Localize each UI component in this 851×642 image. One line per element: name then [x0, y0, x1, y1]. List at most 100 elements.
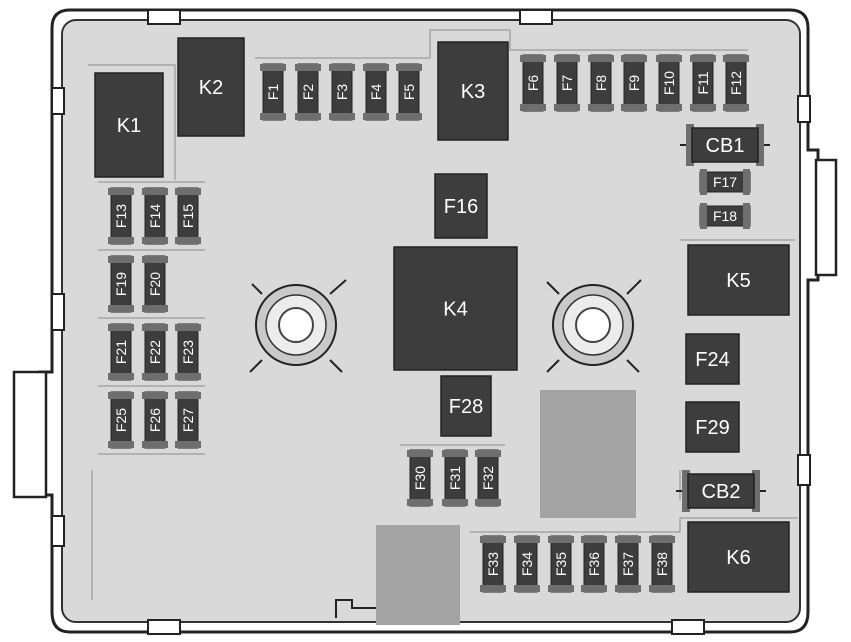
- fuse-f10: F10: [656, 54, 682, 112]
- fuse-label: F14: [147, 204, 163, 228]
- breaker-cap-right: [752, 470, 760, 512]
- relay-body: [94, 72, 164, 178]
- fuse-cap-bottom: [142, 441, 168, 448]
- fuse-cap-bottom: [407, 499, 433, 506]
- maxi-fuse-f16: F16: [434, 173, 488, 239]
- fuse-cap-top: [142, 324, 168, 331]
- blank-module-center: [540, 390, 636, 518]
- fuse-cap-bottom: [514, 585, 540, 592]
- fuse-cap-bottom: [142, 305, 168, 312]
- fuse-f12: F12: [723, 54, 749, 112]
- top-clip-left: [147, 9, 181, 25]
- fuse-cap-bottom: [175, 373, 201, 380]
- fuse-f20: F20: [142, 255, 168, 313]
- fuse-f36: F36: [581, 535, 607, 593]
- breaker-cap-right: [756, 124, 764, 166]
- fuse-cap-top: [108, 324, 134, 331]
- fuse-f17: F17: [699, 169, 751, 195]
- fuse-cap-top: [108, 256, 134, 263]
- fuse-label: F2: [300, 84, 316, 101]
- fuse-cap-bottom: [295, 113, 321, 120]
- fuse-label: F3: [334, 84, 350, 101]
- fuse-cap-top: [142, 256, 168, 263]
- maxi-fuse-f29: F29: [685, 401, 740, 453]
- fuse-label: F10: [661, 71, 677, 95]
- fuse-f6: F6: [520, 54, 546, 112]
- maxi-fuse-label: F24: [695, 349, 729, 371]
- blank-module-bottom: [376, 525, 460, 625]
- fuse-cap-top: [690, 55, 716, 62]
- relay-label: K1: [117, 115, 141, 137]
- side-clip-left-bottom: [51, 515, 65, 547]
- fuse-cap-bottom: [108, 237, 134, 244]
- relay-k2: K2: [177, 37, 245, 137]
- fuse-cap-bottom: [260, 113, 286, 120]
- fuse-f27: F27: [175, 391, 201, 449]
- fuse-cap-left: [700, 169, 707, 195]
- fuse-cap-top: [621, 55, 647, 62]
- fuse-cap-bottom: [690, 104, 716, 111]
- fuse-f19: F19: [108, 255, 134, 313]
- relay-label: K3: [461, 81, 485, 103]
- fuse-label: F12: [728, 71, 744, 95]
- fuse-label: F7: [559, 75, 575, 92]
- fuse-cap-top: [142, 392, 168, 399]
- fuse-label: F9: [626, 75, 642, 92]
- fuse-f37: F37: [615, 535, 641, 593]
- fuse-cap-top: [175, 188, 201, 195]
- top-clip-right: [519, 9, 553, 25]
- relay-body: [437, 41, 509, 141]
- right-latch: [814, 158, 838, 277]
- fuse-cap-top: [175, 324, 201, 331]
- fuse-label: F30: [412, 466, 428, 490]
- maxi-fuse-f24: F24: [685, 333, 740, 385]
- maxi-fuse-f28: F28: [440, 375, 492, 437]
- fuse-label: F38: [654, 552, 670, 576]
- fuse-cap-bottom: [108, 305, 134, 312]
- fuse-cap-top: [723, 55, 749, 62]
- fuse-f7: F7: [554, 54, 580, 112]
- relay-body: [687, 521, 790, 593]
- relay-k5: K5: [687, 244, 790, 316]
- fuse-f4: F4: [363, 63, 389, 121]
- fuse-cap-top: [363, 64, 389, 71]
- fuse-cap-bottom: [475, 499, 501, 506]
- fuse-label: F1: [265, 84, 281, 101]
- fuse-f30: F30: [407, 449, 433, 507]
- fuse-f38: F38: [649, 535, 675, 593]
- fuse-cap-top: [175, 392, 201, 399]
- fuse-cap-top: [108, 392, 134, 399]
- breaker-body: [691, 127, 759, 163]
- maxi-fuse-label: F29: [695, 417, 729, 439]
- bottom-clip-left: [147, 619, 181, 635]
- relay-k1: K1: [94, 72, 164, 178]
- fuse-cap-top: [656, 55, 682, 62]
- fuse-cap-top: [260, 64, 286, 71]
- fuse-cap-bottom: [649, 585, 675, 592]
- fuse-cap-top: [554, 55, 580, 62]
- fuse-cap-top: [480, 536, 506, 543]
- fuse-cap-top: [295, 64, 321, 71]
- fuse-cap-bottom: [554, 104, 580, 111]
- fuse-cap-bottom: [615, 585, 641, 592]
- fuse-f2: F2: [295, 63, 321, 121]
- fuse-cap-bottom: [329, 113, 355, 120]
- fuse-label: F23: [180, 340, 196, 364]
- fuse-cap-bottom: [175, 237, 201, 244]
- fuse-cap-bottom: [442, 499, 468, 506]
- relay-k3: K3: [437, 41, 509, 141]
- fuse-cap-bottom: [548, 585, 574, 592]
- fuse-label: F22: [147, 340, 163, 364]
- fuse-cap-bottom: [363, 113, 389, 120]
- fuse-cap-top: [108, 188, 134, 195]
- fuse-cap-top: [649, 536, 675, 543]
- fuse-label: F21: [113, 340, 129, 364]
- maxi-fuse-body: [685, 401, 740, 453]
- fuse-cap-top: [520, 55, 546, 62]
- fuse-cap-top: [588, 55, 614, 62]
- fuse-f35: F35: [548, 535, 574, 593]
- guide-lines: [88, 29, 798, 600]
- fuse-label: F18: [713, 208, 737, 224]
- fuse-label: F25: [113, 408, 129, 432]
